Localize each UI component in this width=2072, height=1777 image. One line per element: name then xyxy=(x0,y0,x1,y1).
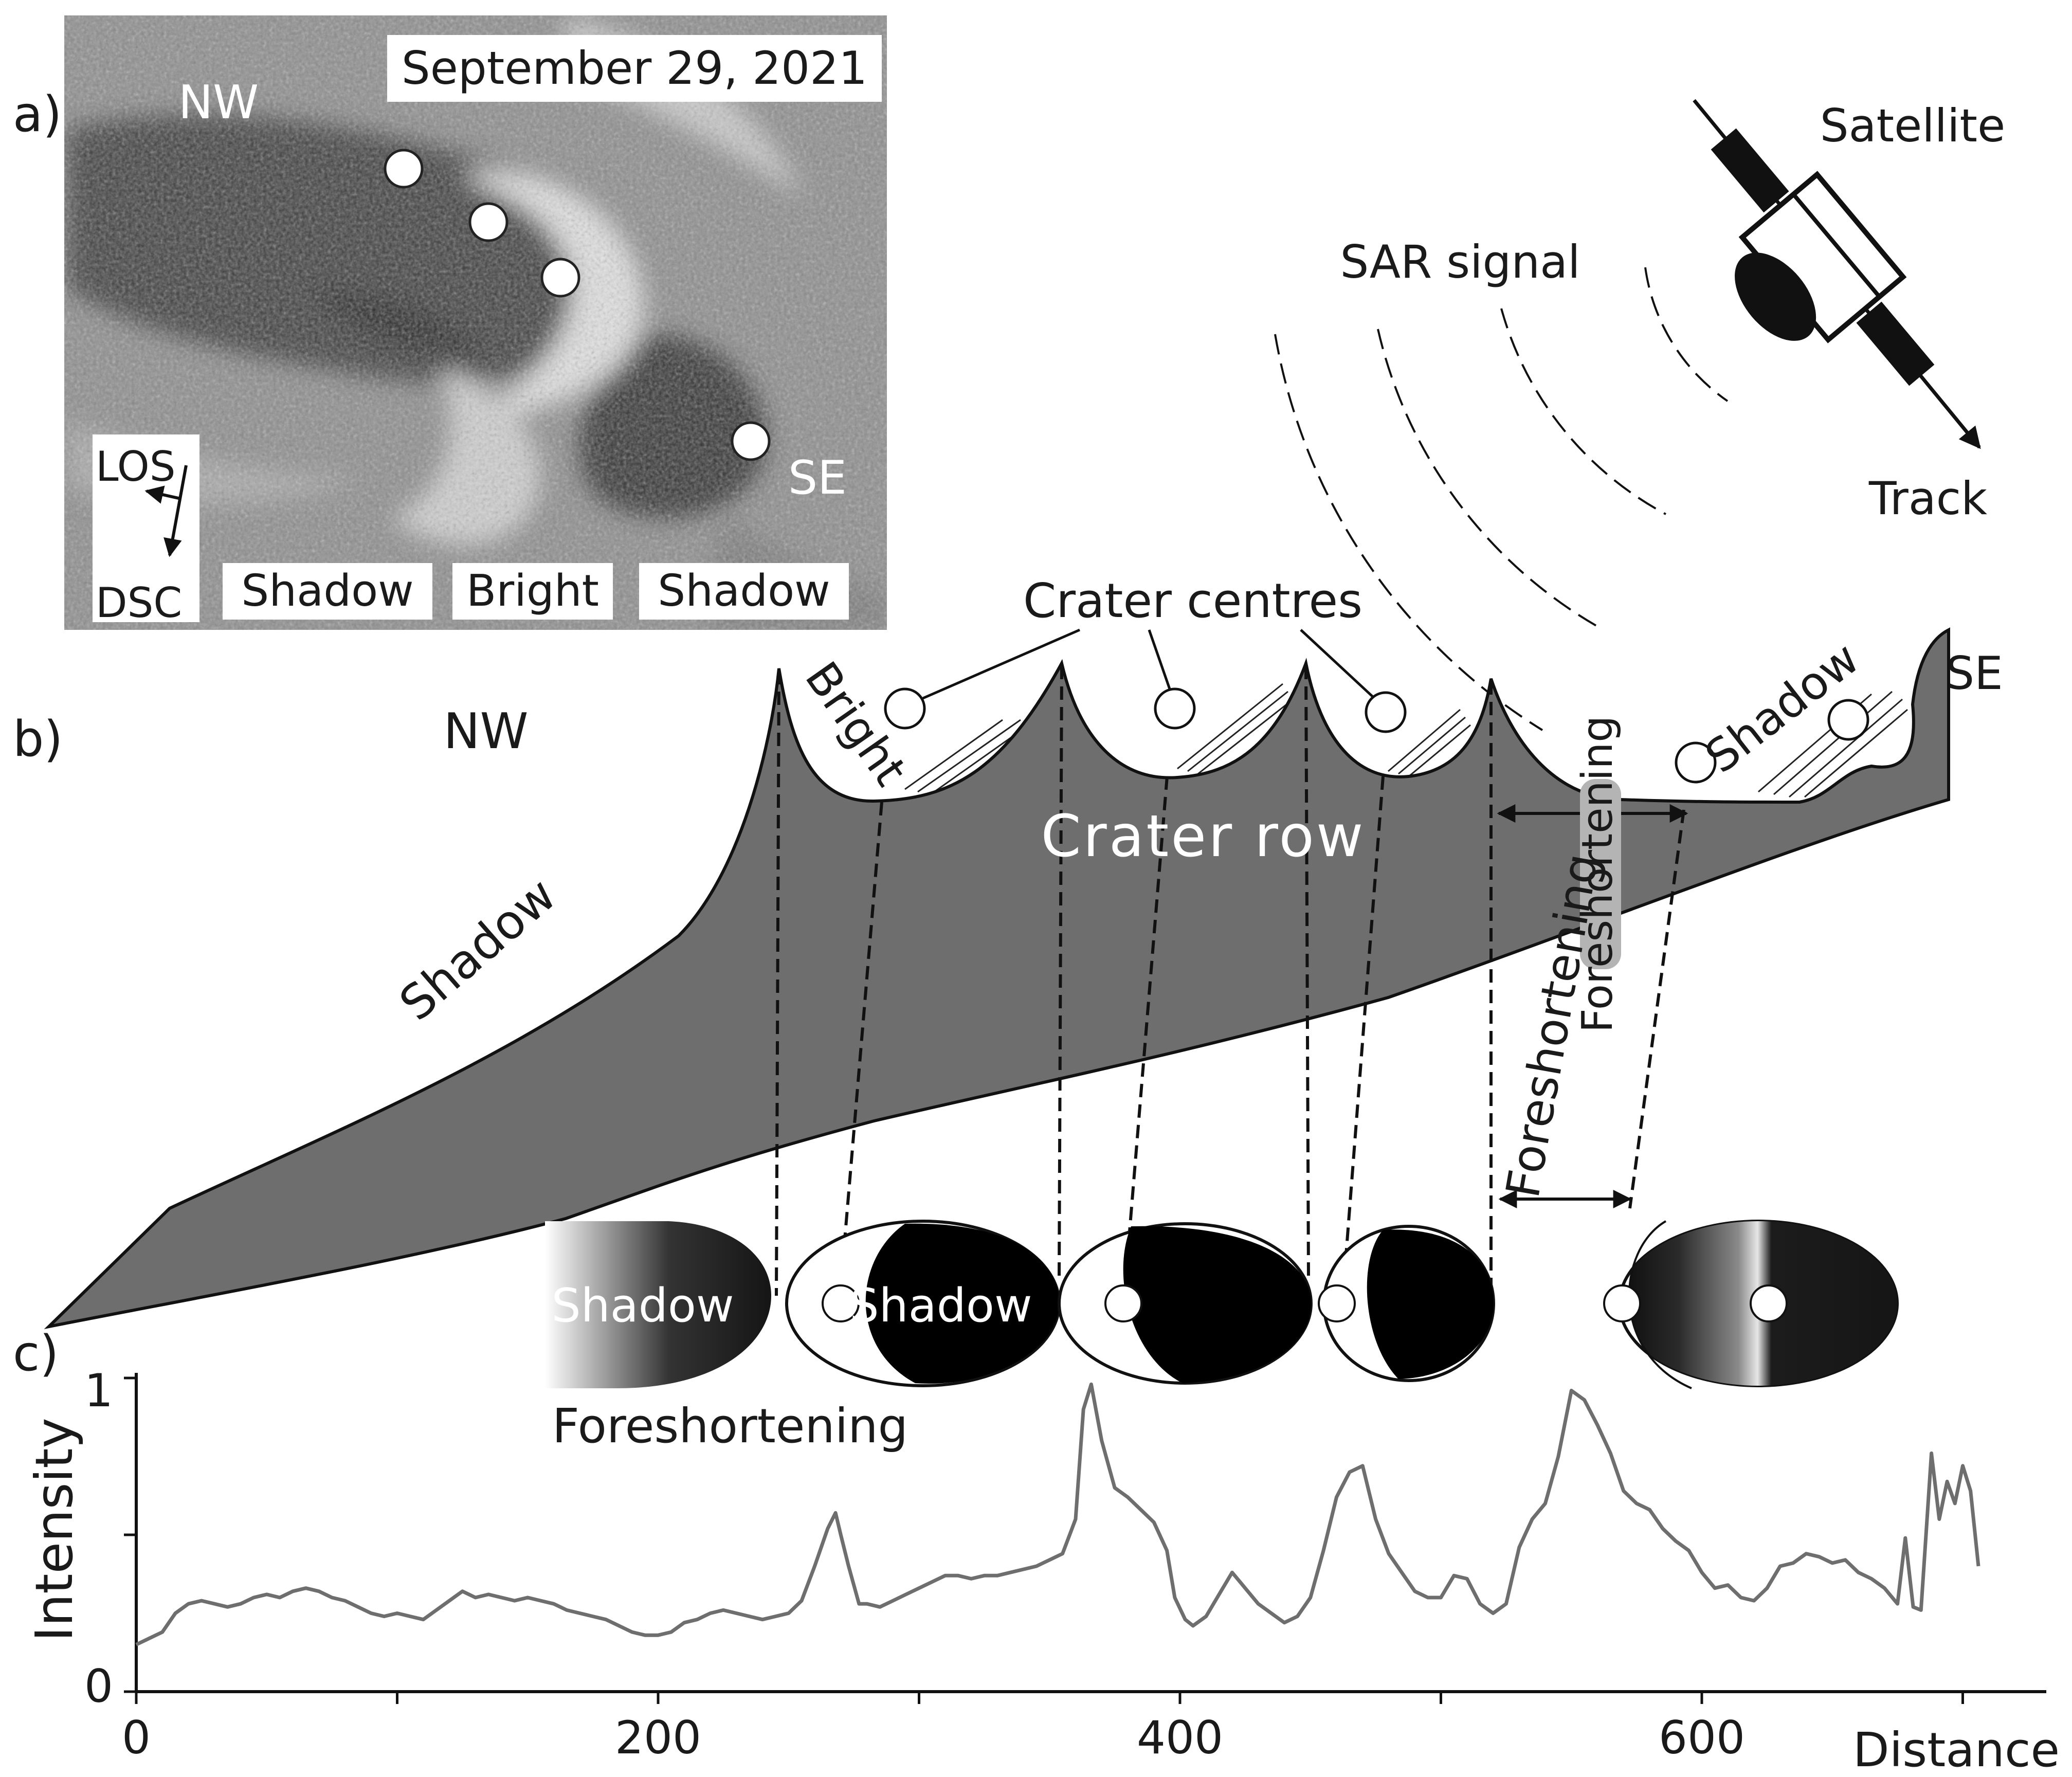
terrain-profile xyxy=(44,627,1950,1329)
ellipse-centre-2 xyxy=(1104,1284,1142,1322)
ellipse-shadow-label-2: Shadow xyxy=(849,1279,1032,1333)
ellipse-centre-4 xyxy=(1603,1284,1641,1322)
nw-label-a: NW xyxy=(178,76,259,130)
panel-b-label: b) xyxy=(13,711,63,768)
ellipse-centre-1 xyxy=(822,1284,860,1322)
crater-circle-a4 xyxy=(731,421,771,461)
strip-box-2 xyxy=(452,563,613,620)
date-label: September 29, 2021 xyxy=(402,42,867,95)
strip-label-bright: Bright xyxy=(466,566,599,616)
x-tick-label: 0 xyxy=(122,1711,151,1764)
foreshortening-upper-label: Foreshortening xyxy=(1573,716,1622,1033)
panel-c: c) Intensity Distance 0 200 400 600 0 1 xyxy=(13,1326,2060,1777)
y-tick-label: 1 xyxy=(84,1364,113,1417)
ellipse-shadow-label-1: Shadow xyxy=(551,1279,734,1333)
strip-box-3 xyxy=(639,563,849,620)
crater-row-label: Crater row xyxy=(1041,803,1365,870)
ellipse-centre-3 xyxy=(1318,1284,1356,1322)
crater-centre-b1 xyxy=(884,687,926,730)
x-tick-label: 600 xyxy=(1659,1711,1745,1764)
y-tick-label: 0 xyxy=(84,1660,113,1713)
los-label: LOS xyxy=(96,443,175,491)
date-box xyxy=(387,35,882,102)
x-axis-title: Distance xyxy=(1853,1722,2060,1777)
track-arrow-icon xyxy=(163,465,188,557)
foreshortening-upper-group: Foreshortening xyxy=(1573,716,1622,1033)
panel-b: b) NW SE xyxy=(13,573,2003,1454)
foreshortening-upper-highlight xyxy=(1580,779,1621,969)
satellite-icon xyxy=(1693,99,1981,449)
crater-centre-b2 xyxy=(1154,687,1196,730)
crater-circle-a3 xyxy=(540,258,580,298)
ellipse-shadow-gradient xyxy=(545,1221,771,1388)
sar-signal-label: SAR signal xyxy=(1340,235,1580,288)
satellite-group: Satellite SAR signal Track xyxy=(1274,99,2005,731)
crater-centre-b3 xyxy=(1365,691,1407,733)
nw-label-b: NW xyxy=(444,703,529,760)
track-label: Track xyxy=(1868,472,1987,525)
ellipse-centre-5 xyxy=(1750,1284,1788,1322)
ellipse-crater-1 xyxy=(785,1220,1061,1387)
ellipse-crater-2 xyxy=(1058,1222,1313,1385)
panel-c-label: c) xyxy=(13,1326,59,1382)
shadow-slope-label: Shadow xyxy=(389,867,566,1031)
intensity-chart: 0 200 400 600 0 1 xyxy=(84,1364,1980,1764)
crater-circle-a2 xyxy=(468,202,508,242)
intensity-line xyxy=(135,1382,1980,1646)
strip-box-1 xyxy=(223,563,432,620)
crater-centres-label: Crater centres xyxy=(1023,573,1362,628)
panel-a-label: a) xyxy=(13,86,62,143)
dsc-label: DSC xyxy=(96,579,182,627)
x-tick-label: 200 xyxy=(615,1711,701,1764)
se-label-a: SE xyxy=(788,451,847,505)
sar-waves xyxy=(1274,267,1729,731)
satellite-label: Satellite xyxy=(1820,99,2005,152)
strip-label-shadow-2: Shadow xyxy=(658,566,830,616)
y-axis-title: Intensity xyxy=(24,1418,84,1641)
foreshortening-bottom-label: Foreshortening xyxy=(552,1399,908,1454)
crater-circle-a1 xyxy=(384,149,424,189)
los-box xyxy=(93,434,199,622)
se-label-b: SE xyxy=(1946,647,2003,700)
crater-centre-b4 xyxy=(1675,741,1717,784)
x-tick-label: 400 xyxy=(1137,1711,1223,1764)
ellipse-crater-3 xyxy=(1322,1225,1495,1382)
panel-a: a) September 29, 2021 NW SE xyxy=(13,15,887,630)
projection-lines xyxy=(775,665,1685,1296)
strip-label-shadow-1: Shadow xyxy=(241,566,413,616)
crater-centre-b5 xyxy=(1827,699,1869,741)
crater-centres-leaders xyxy=(922,628,1374,700)
los-arrow-icon xyxy=(144,485,181,504)
